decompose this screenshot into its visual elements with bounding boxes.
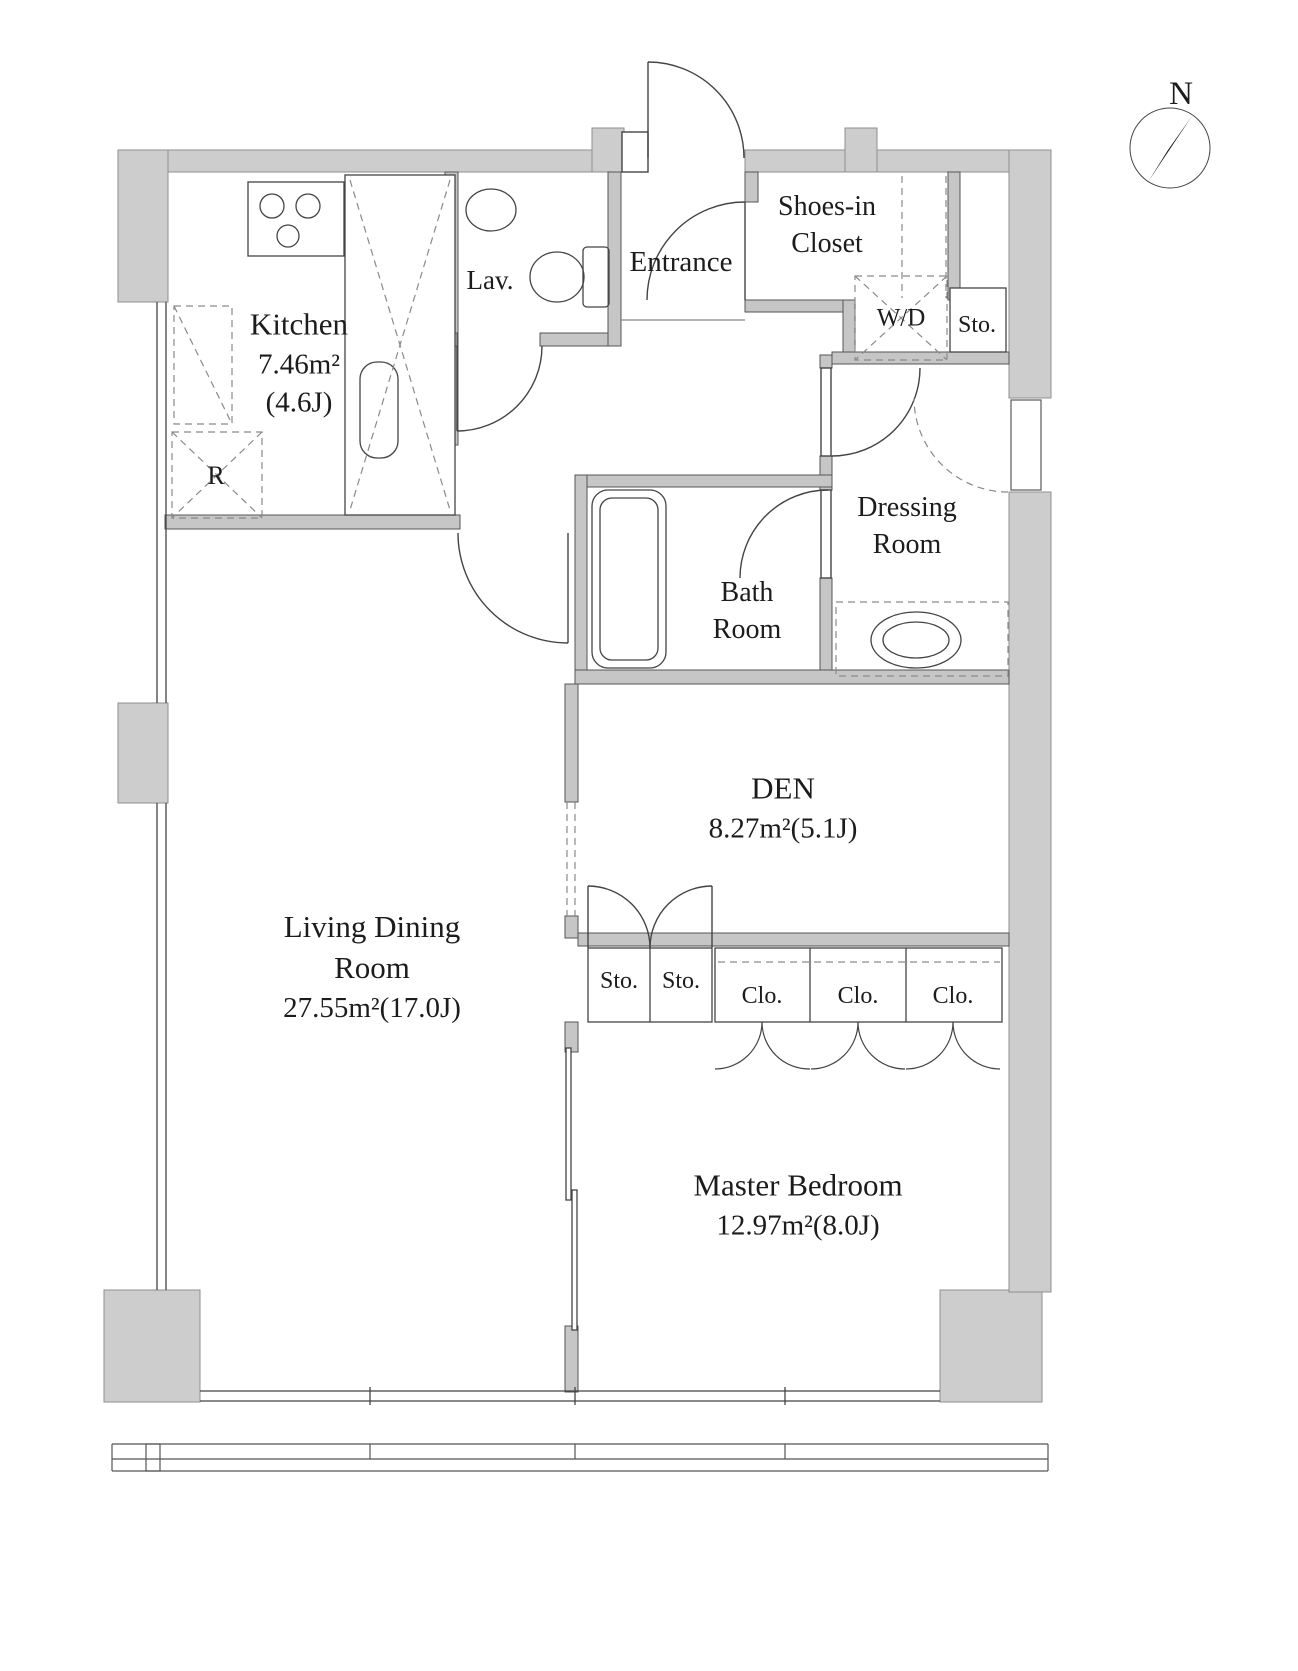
den-storage-door-swing bbox=[587, 885, 651, 949]
room-label-dressing-room: Dressing Room bbox=[857, 492, 957, 560]
room-label-den-storage-2: Sto. bbox=[661, 968, 701, 995]
hall-living-door-swing bbox=[457, 532, 569, 644]
lavatory-door-swing bbox=[456, 345, 543, 432]
kitchen-counter bbox=[344, 174, 456, 516]
bath-door-leaf bbox=[820, 489, 832, 579]
room-label-hall-storage: Sto. bbox=[957, 312, 997, 339]
hall-storage-box bbox=[949, 287, 1007, 353]
entrance-door-swing bbox=[647, 61, 745, 159]
shoes-closet-door-swing bbox=[646, 201, 746, 301]
room-label-bath-room: Bath Room bbox=[712, 577, 782, 645]
refrigerator-space bbox=[171, 431, 263, 519]
windows bbox=[156, 302, 940, 1405]
entrance-door-leaf bbox=[621, 131, 649, 173]
washbasin-icon bbox=[870, 611, 962, 669]
outer-walls bbox=[103, 127, 1052, 1403]
room-label-living-dining: Living Dining Room 27.55m²(17.0J) bbox=[272, 907, 472, 1027]
dressing-counter bbox=[835, 601, 1009, 677]
kitchen-sink-icon bbox=[359, 361, 399, 459]
service-door-leaf bbox=[1010, 399, 1042, 491]
service-door-swing bbox=[913, 397, 1009, 493]
closet-box bbox=[714, 947, 1003, 1023]
room-label-den: DEN 8.27m²(5.1J) bbox=[709, 768, 858, 847]
den-name: DEN bbox=[751, 770, 815, 806]
washer-dryer-space bbox=[854, 275, 948, 361]
compass-north-label: N bbox=[1169, 76, 1193, 113]
bath-door-swing bbox=[739, 489, 829, 579]
toilet-icon bbox=[529, 246, 610, 308]
dressing-door-leaf bbox=[820, 367, 832, 457]
room-label-closet-3: Clo. bbox=[932, 983, 974, 1010]
room-label-shoes-closet: Shoes-in Closet bbox=[778, 191, 876, 259]
lavatory-basin-icon bbox=[465, 188, 517, 232]
bathtub-icon bbox=[591, 489, 667, 669]
den-area: 8.27m²(5.1J) bbox=[708, 812, 858, 845]
doors bbox=[456, 61, 921, 949]
room-label-master-bedroom: Master Bedroom 12.97m²(8.0J) bbox=[693, 1165, 902, 1244]
room-label-washer-dryer: W/D bbox=[876, 304, 926, 332]
master-bedroom-name: Master Bedroom bbox=[693, 1167, 903, 1203]
living-dining-name: Living Dining Room bbox=[283, 908, 461, 985]
compass-icon bbox=[1129, 107, 1211, 189]
den-storage-box bbox=[587, 947, 713, 1023]
balcony bbox=[111, 1443, 1049, 1472]
room-label-kitchen: Kitchen 7.46m² (4.6J) bbox=[250, 304, 348, 421]
living-dining-area: 27.55m²(17.0J) bbox=[283, 991, 461, 1024]
kitchen-name: Kitchen bbox=[249, 306, 349, 342]
dressing-door-swing bbox=[831, 367, 921, 457]
room-label-refrigerator: R bbox=[207, 460, 225, 490]
sliding-door bbox=[565, 1047, 578, 1331]
stove-icon bbox=[247, 181, 345, 257]
room-label-lavatory: Lav. bbox=[466, 265, 514, 296]
room-label-den-storage-1: Sto. bbox=[599, 968, 639, 995]
kitchen-size-j: (4.6J) bbox=[265, 386, 333, 419]
master-bedroom-area: 12.97m²(8.0J) bbox=[716, 1209, 880, 1242]
closet-doors bbox=[714, 1021, 1001, 1070]
room-label-closet-1: Clo. bbox=[741, 983, 783, 1010]
fixtures bbox=[247, 174, 1042, 1331]
room-label-closet-2: Clo. bbox=[837, 983, 879, 1010]
room-label-entrance: Entrance bbox=[629, 245, 733, 278]
kitchen-area: 7.46m² bbox=[257, 348, 341, 381]
dashed-details bbox=[171, 176, 1009, 963]
